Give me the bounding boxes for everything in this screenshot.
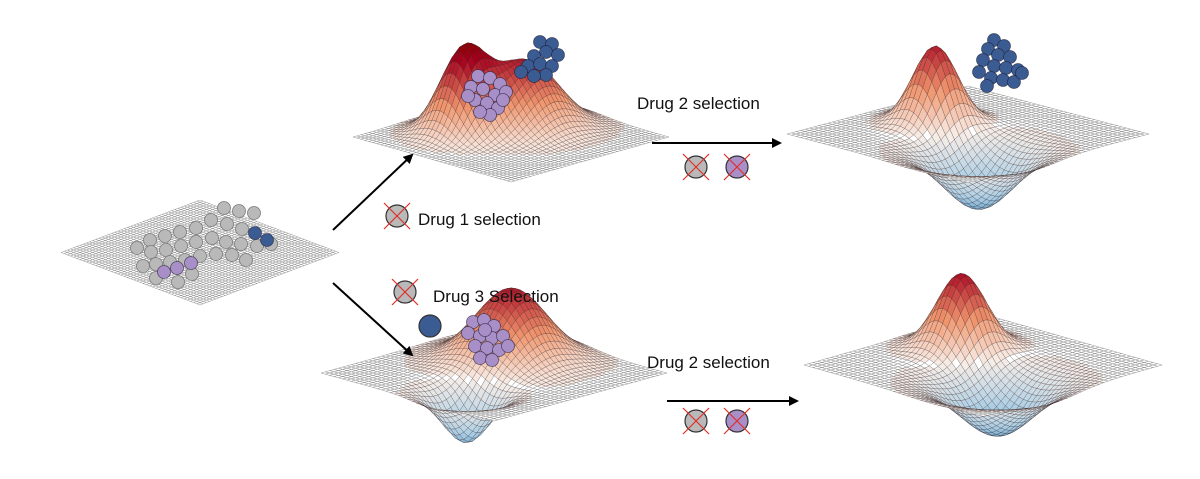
cell-dot (514, 65, 528, 79)
cell-dot (461, 89, 475, 103)
cell-dot (225, 248, 239, 262)
cell-dot (220, 217, 234, 231)
cell-dot (539, 45, 553, 59)
cell-dot (158, 229, 172, 243)
cell-dot (136, 259, 150, 273)
cell-dot (170, 261, 184, 275)
cell-dot (539, 68, 553, 82)
cell-dot (247, 206, 261, 220)
landscape-after-drug1-drug2 (786, 33, 1150, 210)
cell-dot (209, 247, 223, 261)
landscape-initial (60, 199, 340, 306)
cell-dot (144, 245, 158, 259)
cell-dot (219, 235, 233, 249)
cell-dot (189, 235, 203, 249)
cell-dot (260, 233, 274, 247)
landscape-after-drug1 (352, 35, 670, 183)
cell-dot (248, 226, 262, 240)
cell-dot (527, 69, 541, 83)
cell-dot (473, 105, 487, 119)
cell-dot (174, 239, 188, 253)
cell-dot (234, 237, 248, 251)
cell-dot (157, 265, 171, 279)
cell-dot (496, 93, 510, 107)
cell-dot (171, 275, 185, 289)
cell-dot (205, 231, 219, 245)
cell-dot (184, 256, 198, 270)
cell-dot (239, 253, 253, 267)
cell-dot (232, 204, 246, 218)
cell-dot (217, 201, 231, 215)
cell-dot (173, 225, 187, 239)
cell-dot (159, 243, 173, 257)
cell-dot (235, 222, 249, 236)
cell-dot (476, 82, 490, 96)
cell-dot (204, 213, 218, 227)
cell-dot (143, 233, 157, 247)
cell-dot (130, 241, 144, 255)
cell-dot (189, 221, 203, 235)
